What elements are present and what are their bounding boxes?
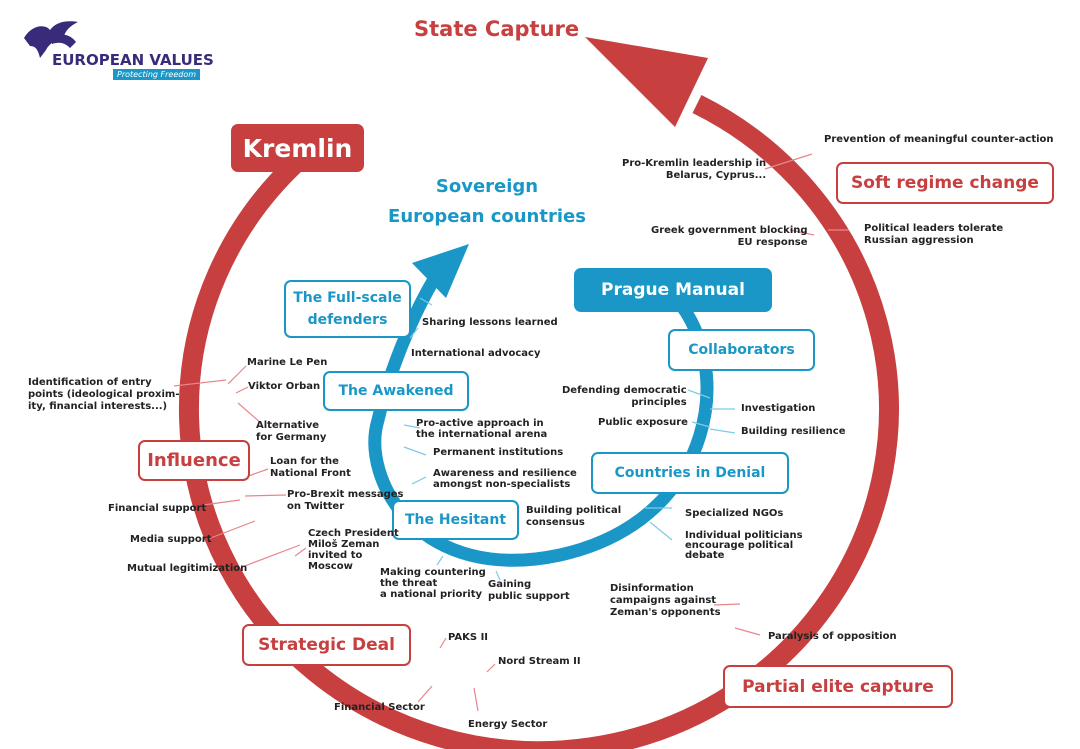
denial-item-individual-politicians: Individual politicians encourage politic…: [685, 530, 803, 561]
pegasus-icon: [24, 21, 78, 58]
inner-cycle-arc: [368, 266, 714, 567]
influence-item-afd: Alternative for Germany: [256, 420, 327, 443]
defenders-item-sharing-lessons: Sharing lessons learned: [422, 317, 558, 328]
stage-the-awakened: The Awakened: [323, 371, 469, 411]
influence-item-financial-support: Financial support: [108, 503, 207, 514]
denial-item-specialized-ngos: Specialized NGOs: [685, 508, 784, 519]
capture-item-disinformation: Disinformation campaigns against Zeman's…: [610, 583, 721, 618]
awakened-item-awareness: Awareness and resilience amongst non-spe…: [433, 468, 577, 490]
outer-cycle-arrowhead: [585, 37, 708, 127]
regime-item-greek-government: Greek government blocking EU response: [651, 225, 808, 248]
influence-item-legitimization: Mutual legitimization: [127, 563, 248, 574]
influence-item-loan: Loan for the National Front: [270, 456, 351, 479]
regime-item-leaders-tolerate: Political leaders tolerate Russian aggre…: [864, 223, 1004, 246]
awakened-item-permanent-institutions: Permanent institutions: [433, 447, 564, 458]
hesitant-item-public-support: Gaining public support: [488, 579, 570, 602]
stage-strategic-deal: Strategic Deal: [242, 624, 411, 666]
regime-item-prevention: Prevention of meaningful counter-action: [824, 134, 1054, 145]
regime-item-belarus-cyprus: Pro-Kremlin leadership in Belarus, Cypru…: [622, 158, 767, 181]
inner-cycle-arrowhead: [412, 244, 469, 298]
red-connector-lines: [173, 153, 849, 712]
deal-item-energy-sector: Energy Sector: [468, 719, 548, 730]
deal-item-paks: PAKS II: [448, 632, 489, 643]
collab-item-building-resilience: Building resilience: [741, 426, 846, 437]
capture-item-paralysis: Paralysis of opposition: [768, 631, 897, 642]
stage-kremlin: Kremlin: [231, 124, 364, 172]
influence-item-zeman: Czech President Miloš Zeman invited to M…: [308, 528, 399, 572]
influence-item-brexit: Pro-Brexit messages on Twitter: [287, 489, 404, 512]
hesitant-item-building-consensus: Building political consensus: [526, 505, 622, 528]
influence-item-media-support: Media support: [130, 534, 212, 545]
collab-item-defending-democratic: Defending democratic principles: [562, 385, 687, 408]
awakened-item-pro-active: Pro-active approach in the international…: [416, 418, 548, 440]
state-capture-title: State Capture: [414, 17, 580, 41]
influence-item-le-pen: Marine Le Pen: [247, 357, 328, 368]
stage-collaborators: Collaborators: [668, 329, 815, 371]
influence-item-orban: Viktor Orban: [248, 381, 321, 392]
stage-the-hesitant: The Hesitant: [392, 500, 519, 540]
stage-soft-regime-change: Soft regime change: [836, 162, 1054, 204]
deal-item-nord-stream: Nord Stream II: [498, 656, 581, 667]
collab-item-public-exposure: Public exposure: [598, 417, 688, 428]
hesitant-item-national-priority: Making countering the threat a national …: [380, 567, 486, 600]
stage-influence: Influence: [138, 440, 250, 481]
influence-item-entry-points: Identification of entry points (ideologi…: [28, 377, 180, 412]
logo-tagline: Protecting Freedom: [113, 69, 201, 80]
outer-cycle-arc: [178, 95, 899, 749]
logo-name: EUROPEAN VALUES: [52, 51, 214, 69]
stage-partial-elite-capture: Partial elite capture: [723, 665, 953, 708]
stage-full-scale-defenders: The Full-scale defenders: [284, 280, 411, 338]
collab-item-investigation: Investigation: [741, 403, 816, 414]
defenders-item-international-advocacy: International advocacy: [411, 348, 541, 359]
deal-item-financial-sector: Financial Sector: [334, 702, 425, 713]
sovereign-countries-title: Sovereign European countries: [388, 176, 586, 227]
prague-manual-box: Prague Manual: [574, 268, 772, 312]
stage-countries-in-denial: Countries in Denial: [591, 452, 789, 494]
